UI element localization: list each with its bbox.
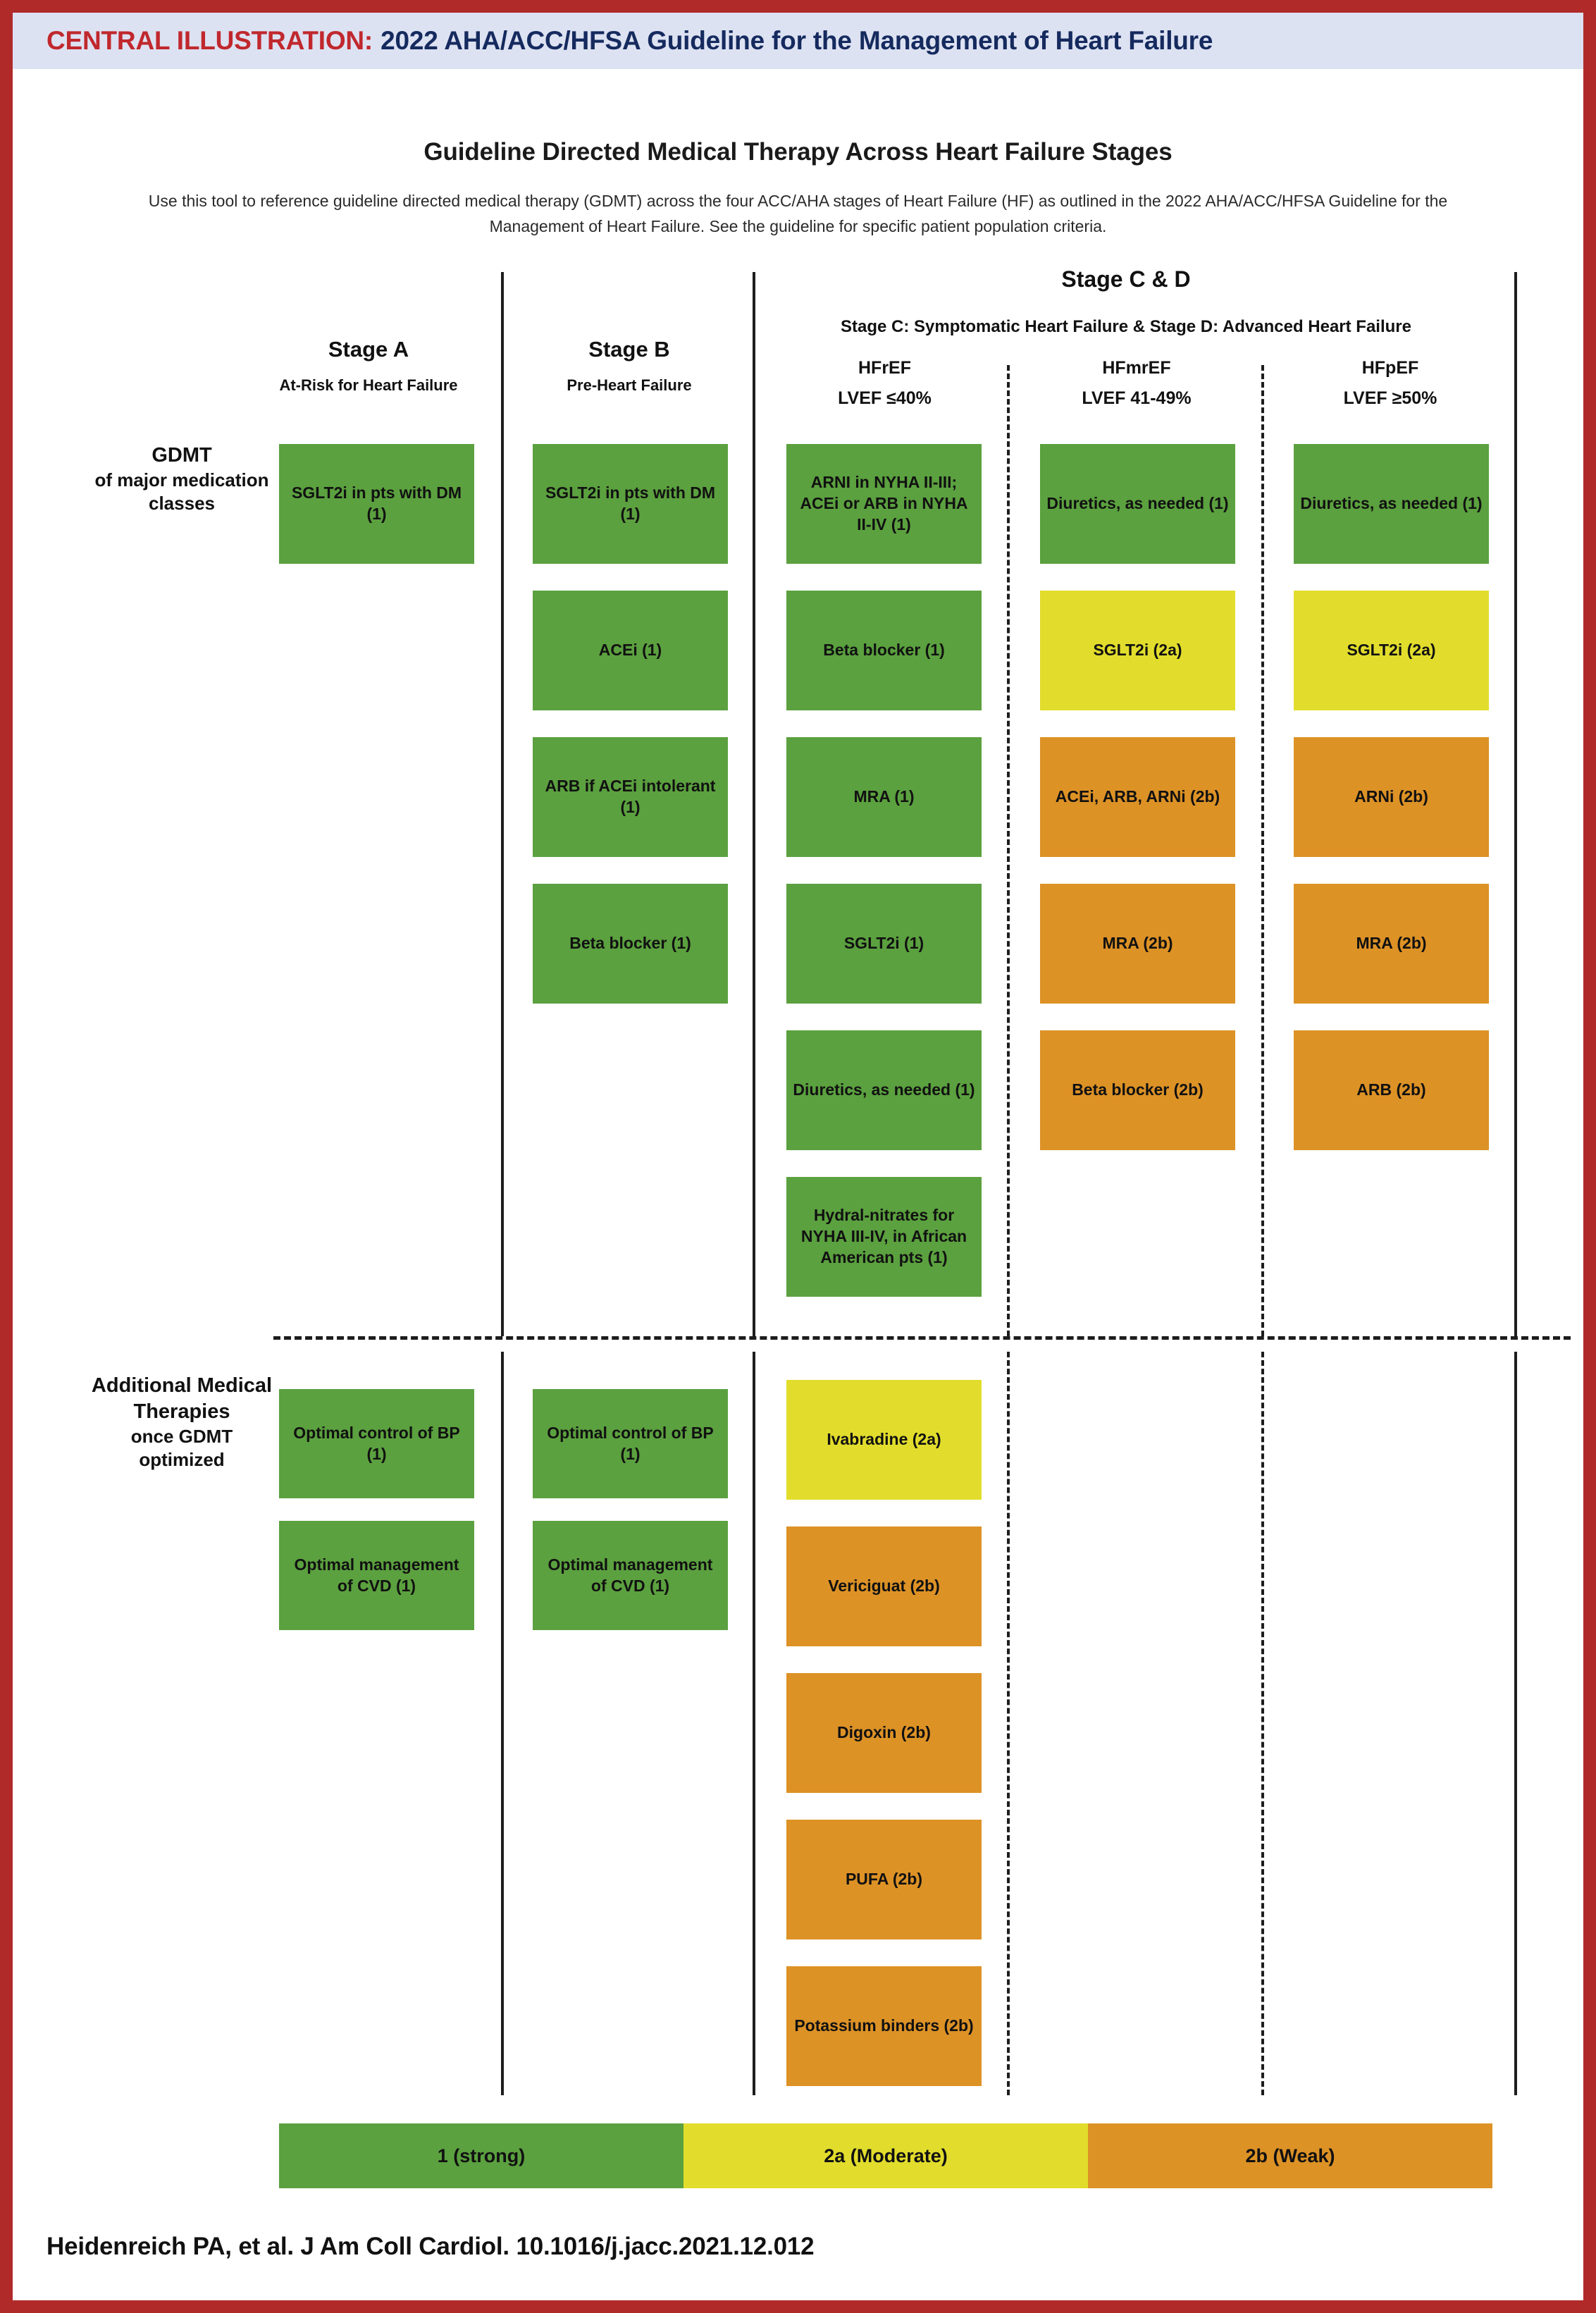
citation-footer: Heidenreich PA, et al. J Am Coll Cardiol… xyxy=(47,2233,815,2260)
therapy-box[interactable]: Ivabradine (2a) xyxy=(786,1380,982,1500)
therapy-box[interactable]: MRA (2b) xyxy=(1040,884,1235,1004)
column-sub-stage-b: Pre-Heart Failure xyxy=(567,376,692,394)
legend-item-class-2b[interactable]: 2b (Weak) xyxy=(1088,2123,1492,2188)
column-name-stage-b: Stage B xyxy=(588,337,670,362)
therapy-box[interactable]: ACEi (1) xyxy=(533,591,728,710)
therapy-box[interactable]: Diuretics, as needed (1) xyxy=(1294,444,1489,564)
therapy-box[interactable]: Beta blocker (2b) xyxy=(1040,1030,1235,1150)
row-label-gdmt: GDMT of major medication classes xyxy=(90,443,273,516)
row-label-additional: Additional Medical Therapies once GDMT o… xyxy=(90,1373,273,1472)
legend: 1 (strong) 2a (Moderate) 2b (Weak) xyxy=(279,2123,1492,2188)
therapy-box[interactable]: PUFA (2b) xyxy=(786,1820,982,1939)
column-name-hfmref: HFmrEF xyxy=(1102,358,1171,378)
group-header-subtitle: Stage C: Symptomatic Heart Failure & Sta… xyxy=(841,317,1411,336)
divider-stage-b-c-lower xyxy=(753,1352,755,2095)
therapy-box[interactable]: Optimal management of CVD (1) xyxy=(279,1521,474,1630)
row-label-gdmt-primary: GDMT xyxy=(151,444,212,467)
column-header-hfmref: HFmrEF LVEF 41-49% xyxy=(1017,358,1256,409)
column-sub-stage-a: At-Risk for Heart Failure xyxy=(279,376,458,394)
therapy-box[interactable]: Diuretics, as needed (1) xyxy=(1040,444,1235,564)
column-header-hfref: HFrEF LVEF ≤40% xyxy=(767,358,1003,409)
therapy-box[interactable]: ARB if ACEi intolerant (1) xyxy=(533,737,728,857)
therapy-box[interactable]: Optimal control of BP (1) xyxy=(533,1389,728,1498)
column-name-hfref: HFrEF xyxy=(858,358,911,378)
column-name-stage-a: Stage A xyxy=(328,337,409,362)
therapy-box[interactable]: SGLT2i in pts with DM (1) xyxy=(279,444,474,564)
therapy-box[interactable]: SGLT2i (1) xyxy=(786,884,982,1004)
therapy-box[interactable]: SGLT2i (2a) xyxy=(1294,591,1489,710)
therapy-box[interactable]: Optimal management of CVD (1) xyxy=(533,1521,728,1630)
therapy-box[interactable]: Beta blocker (1) xyxy=(786,591,982,710)
therapy-box[interactable]: MRA (1) xyxy=(786,737,982,857)
therapy-box[interactable]: ACEi, ARB, ARNi (2b) xyxy=(1040,737,1235,857)
column-sub-hfmref: LVEF 41-49% xyxy=(1082,388,1192,408)
therapy-box[interactable]: ARNI in NYHA II-III; ACEi or ARB in NYHA… xyxy=(786,444,982,564)
therapy-box[interactable]: Vericiguat (2b) xyxy=(786,1526,982,1646)
divider-right-edge xyxy=(1514,272,1517,1336)
therapy-box[interactable]: ARNi (2b) xyxy=(1294,737,1489,857)
page-description: Use this tool to reference guideline dir… xyxy=(148,192,1448,235)
column-header-stage-b: Stage B Pre-Heart Failure xyxy=(513,337,746,395)
row-label-additional-primary: Additional Medical Therapies xyxy=(91,1374,273,1424)
group-header-title: Stage C & D xyxy=(1061,266,1191,292)
row-label-additional-secondary: once GDMT optimized xyxy=(130,1426,233,1471)
divider-right-edge-lower xyxy=(1514,1352,1517,2095)
therapy-box[interactable]: SGLT2i in pts with DM (1) xyxy=(533,444,728,564)
banner-title: 2022 AHA/ACC/HFSA Guideline for the Mana… xyxy=(381,26,1213,55)
column-sub-hfref: LVEF ≤40% xyxy=(838,388,932,408)
divider-hfref-hfmref-lower xyxy=(1007,1352,1010,2095)
header-banner: CENTRAL ILLUSTRATION: 2022 AHA/ACC/HFSA … xyxy=(13,13,1583,69)
divider-hfmref-hfpef-lower xyxy=(1261,1352,1264,2095)
therapy-box[interactable]: Beta blocker (1) xyxy=(533,884,728,1004)
therapy-box[interactable]: Hydral-nitrates for NYHA III-IV, in Afri… xyxy=(786,1177,982,1297)
divider-hfref-hfmref xyxy=(1007,365,1010,1336)
therapy-box[interactable]: MRA (2b) xyxy=(1294,884,1489,1004)
therapy-box[interactable]: Digoxin (2b) xyxy=(786,1673,982,1793)
divider-stage-a-b-lower xyxy=(501,1352,504,2095)
therapy-box[interactable]: ARB (2b) xyxy=(1294,1030,1489,1150)
divider-section-horizontal xyxy=(273,1336,1571,1340)
legend-item-class-2a[interactable]: 2a (Moderate) xyxy=(683,2123,1088,2188)
divider-stage-b-c xyxy=(753,272,755,1336)
column-name-hfpef: HFpEF xyxy=(1361,358,1419,378)
page-title: Guideline Directed Medical Therapy Acros… xyxy=(423,138,1173,166)
therapy-box[interactable]: SGLT2i (2a) xyxy=(1040,591,1235,710)
divider-stage-a-b xyxy=(501,272,504,1336)
divider-hfmref-hfpef xyxy=(1261,365,1264,1336)
banner-prefix: CENTRAL ILLUSTRATION: xyxy=(47,26,373,55)
legend-item-class-1[interactable]: 1 (strong) xyxy=(279,2123,683,2188)
column-sub-hfpef: LVEF ≥50% xyxy=(1343,388,1437,408)
therapy-box[interactable]: Diuretics, as needed (1) xyxy=(786,1030,982,1150)
column-header-stage-a: Stage A At-Risk for Heart Failure xyxy=(252,337,485,395)
column-header-hfpef: HFpEF LVEF ≥50% xyxy=(1270,358,1510,409)
therapy-box[interactable]: Potassium binders (2b) xyxy=(786,1966,982,2086)
row-label-gdmt-secondary: of major medication classes xyxy=(94,469,269,514)
therapy-box[interactable]: Optimal control of BP (1) xyxy=(279,1389,474,1498)
